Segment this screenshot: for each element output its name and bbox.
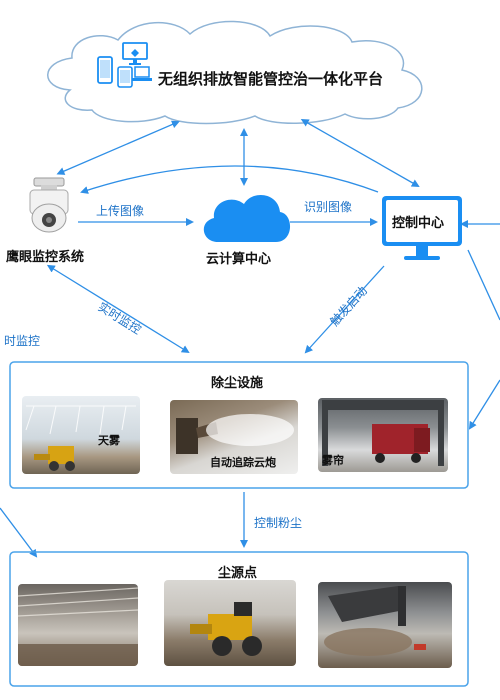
facility-item-3: 雾帘 <box>322 454 344 467</box>
control-monitor-icon <box>380 194 466 270</box>
arrow-arc-control-camera <box>80 165 379 194</box>
cloud-icon <box>196 188 292 250</box>
tablet-icon <box>117 66 133 92</box>
facility-item-1: 天雾 <box>98 434 120 447</box>
arrow-camera-facility <box>46 264 190 354</box>
arrow-platform-control <box>300 119 420 187</box>
fog-spray-photo <box>22 396 140 474</box>
source-photo-hopper <box>318 582 452 668</box>
dust-source-title: 尘源点 <box>218 566 258 581</box>
facility-item-2: 自动追踪云炮 <box>210 456 276 469</box>
edge-label-recognize: 识别图像 <box>304 200 353 214</box>
platform-title: 无组织排放智能管控治一体化平台 <box>158 70 384 88</box>
source-photo-warehouse <box>18 584 138 666</box>
monitor-icon <box>122 42 148 70</box>
arrow-right-facility <box>468 379 500 430</box>
control-center-label: 控制中心 <box>392 216 445 231</box>
dust-facility-box <box>9 361 469 489</box>
camera-system-label: 鹰眼监控系统 <box>6 250 85 265</box>
edge-label-realtime-left: 时监控 <box>4 334 41 348</box>
cloud-compute-label: 云计算中心 <box>206 252 272 267</box>
laptop-icon <box>132 66 152 86</box>
edge-label-control-dust: 控制粉尘 <box>254 516 303 530</box>
camera-icon <box>24 176 78 238</box>
edge-label-upload: 上传图像 <box>96 204 145 218</box>
fog-curtain-photo <box>318 398 448 472</box>
arrow-control-facility <box>304 265 385 354</box>
source-photo-loader <box>164 580 296 666</box>
phone-icon <box>97 56 113 88</box>
dust-facility-title: 除尘设施 <box>211 376 264 391</box>
line-right-down <box>467 249 500 321</box>
arrow-platform-camera <box>56 120 180 175</box>
dust-source-box <box>9 551 469 687</box>
arrow-left-source <box>0 507 38 558</box>
cloud-cannon-photo <box>170 400 298 474</box>
